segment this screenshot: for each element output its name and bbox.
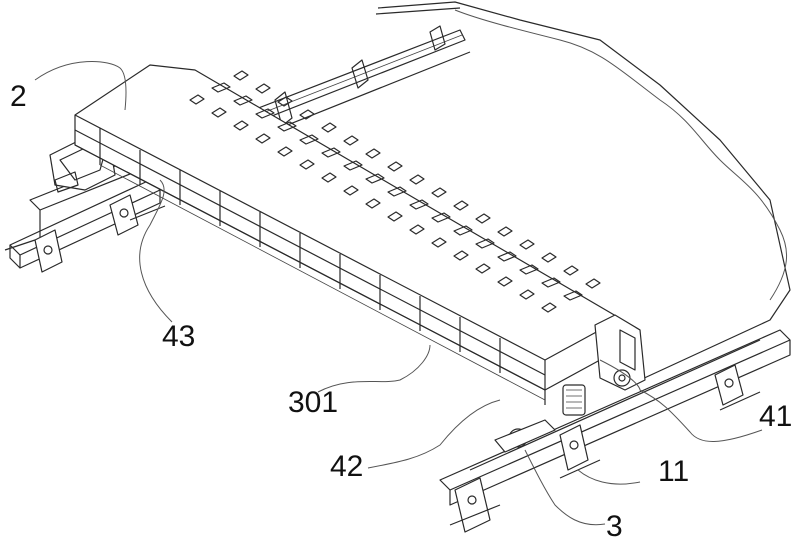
leader-lines [34,9,788,526]
wheel-assembly-3 [494,419,556,453]
deck-hole [563,290,583,301]
deck-hole [453,200,469,211]
deck-hole [475,263,491,274]
deck-hole [409,174,425,185]
deck-hole [233,95,253,106]
deck-hole [277,96,293,107]
deck-perforations [189,70,601,313]
deck-hole [497,226,513,237]
deck-hole [233,70,249,81]
deck-hole [431,237,447,248]
label-43: 43 [162,320,196,353]
drive-motor-11 [562,384,586,416]
gantry-beam [74,64,641,405]
label-41: 41 [759,400,793,433]
deck-hole [497,276,513,287]
deck-hole [299,134,319,145]
deck-hole [343,185,359,196]
deck-hole [519,289,535,300]
deck-hole [431,187,447,198]
wheel-assembly-41 [613,369,631,387]
deck-hole [409,199,429,210]
deck-hole [365,173,385,184]
deck-hole [211,107,227,118]
deck-hole [321,147,341,158]
deck-hole [585,278,601,289]
deck-hole [453,225,473,236]
deck-hole [387,211,403,222]
deck-hole [519,264,539,275]
right-end-carriage [594,314,646,391]
label-301: 301 [288,386,339,419]
front-rail [439,329,791,533]
label-11: 11 [658,455,690,488]
deck-hole [343,160,363,171]
deck-hole [299,109,315,120]
deck-hole [541,277,561,288]
base-plate [375,1,791,381]
deck-hole [365,198,381,209]
deck-hole [519,239,535,250]
deck-hole [211,82,231,93]
deck-hole [497,251,517,262]
label-2: 2 [10,80,27,113]
deck-hole [475,213,491,224]
deck-hole [189,94,205,105]
deck-hole [255,108,275,119]
deck-hole [277,146,293,157]
deck-hole [365,148,381,159]
deck-hole [541,252,557,263]
deck-hole [409,224,425,235]
deck-hole [321,122,337,133]
deck-hole [233,120,249,131]
deck-hole [343,135,359,146]
deck-hole [475,238,495,249]
deck-hole [541,302,557,313]
deck-hole [387,161,403,172]
deck-hole [255,133,271,144]
deck-hole [277,121,297,132]
deck-hole [563,265,579,276]
deck-hole [299,159,315,170]
deck-hole [387,186,407,197]
deck-hole [255,83,271,94]
deck-hole [431,212,451,223]
deck-hole [321,172,337,183]
label-3: 3 [606,510,623,543]
label-42: 42 [330,450,364,483]
deck-hole [453,250,469,261]
